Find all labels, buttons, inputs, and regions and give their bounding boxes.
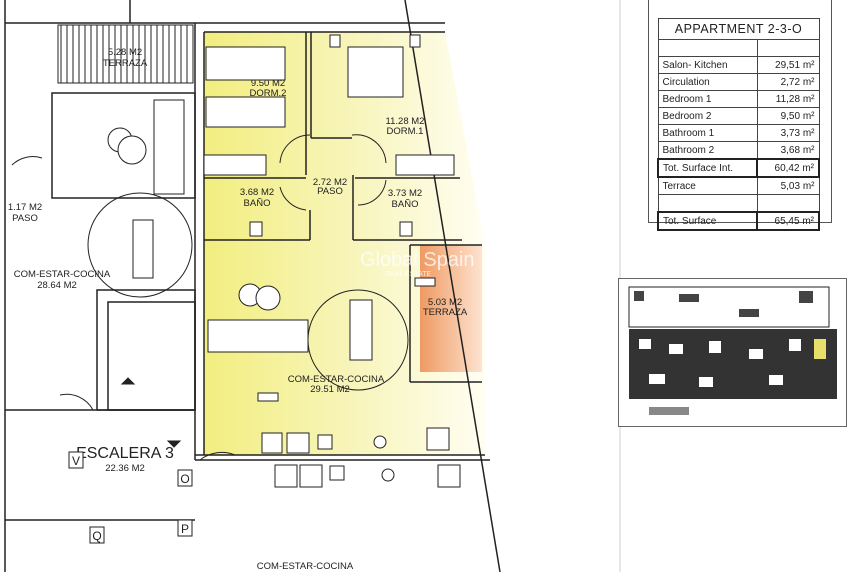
row-label: Bedroom 1 — [657, 90, 758, 108]
row-label: Salon- Kitchen — [657, 56, 758, 74]
walls — [4, 0, 501, 572]
dorm2-area: 9.50 M2 — [251, 78, 285, 89]
bano-right-area: 3.73 M2 — [388, 188, 422, 199]
marker-o: O — [180, 472, 189, 486]
living-area: 29.51 M2 — [310, 384, 350, 395]
table-row-total-interior: Tot. Surface Int.60,42 m² — [657, 158, 820, 178]
paso-left-area: 1.17 M2 — [8, 202, 42, 213]
marker-p: P — [181, 522, 189, 536]
watermark-line1: Global Spain — [360, 249, 475, 271]
building-key-plan — [618, 278, 847, 427]
marker-q: Q — [92, 529, 101, 543]
row-value: 3,73 m² — [756, 124, 820, 142]
living-name: COM-ESTAR-COCINA — [288, 374, 385, 385]
living-left-name: COM-ESTAR-COCINA — [14, 269, 111, 280]
door-swings — [11, 134, 387, 461]
terraza-left-name: TERRAZA — [103, 58, 148, 69]
watermark-line2: REAL ESTATE — [385, 271, 431, 278]
table-title: APPARTMENT 2-3-O — [657, 18, 820, 40]
row-value: 11,28 m² — [756, 90, 820, 108]
furniture — [87, 34, 461, 488]
row-value: 60,42 m² — [756, 158, 820, 178]
terrace-area — [420, 245, 482, 372]
row-value: 2,72 m² — [756, 73, 820, 91]
row-label: Bedroom 2 — [657, 107, 758, 125]
terraza-right-area: 5.03 M2 — [428, 297, 462, 308]
paso-name: PASO — [317, 186, 343, 197]
escalera-area: 22.36 M2 — [105, 463, 145, 474]
row-label: Circulation — [657, 73, 758, 91]
row-value: 9,50 m² — [756, 107, 820, 125]
bano-left-name: BAÑO — [244, 198, 271, 209]
terraza-right-name: TERRAZA — [423, 307, 468, 318]
dorm1-area: 11.28 M2 — [386, 116, 425, 127]
escalera-name: ESCALERA 3 — [76, 445, 174, 462]
terraza-left-area: 5.28 M2 — [108, 47, 142, 58]
row-value: 65,45 m² — [756, 211, 820, 231]
markers — [68, 451, 193, 544]
row-label: Bathroom 1 — [657, 124, 758, 142]
dorm1-name: DORM.1 — [387, 126, 424, 137]
living-left-area: 28.64 M2 — [37, 280, 77, 291]
bano-left-area: 3.68 M2 — [240, 187, 274, 198]
bano-right-name: BAÑO — [392, 199, 419, 210]
dorm2-name: DORM.2 — [250, 88, 287, 99]
marker-v: V — [72, 454, 80, 468]
row-value: 5,03 m² — [756, 176, 820, 195]
left-terrace-hatch — [57, 24, 194, 84]
row-label: Terrace — [657, 176, 758, 195]
paso-left-name: PASO — [12, 213, 38, 224]
paso-area: 2.72 M2 — [313, 177, 347, 188]
row-label: Tot. Surface — [657, 211, 758, 231]
row-value: 3,68 m² — [756, 141, 820, 160]
row-value: 29,51 m² — [756, 56, 820, 74]
key-plan-drawing — [628, 286, 837, 415]
row-label: Tot. Surface Int. — [657, 158, 758, 178]
row-label: Bathroom 2 — [657, 141, 758, 160]
living-bottom-name: COM-ESTAR-COCINA — [257, 561, 354, 572]
